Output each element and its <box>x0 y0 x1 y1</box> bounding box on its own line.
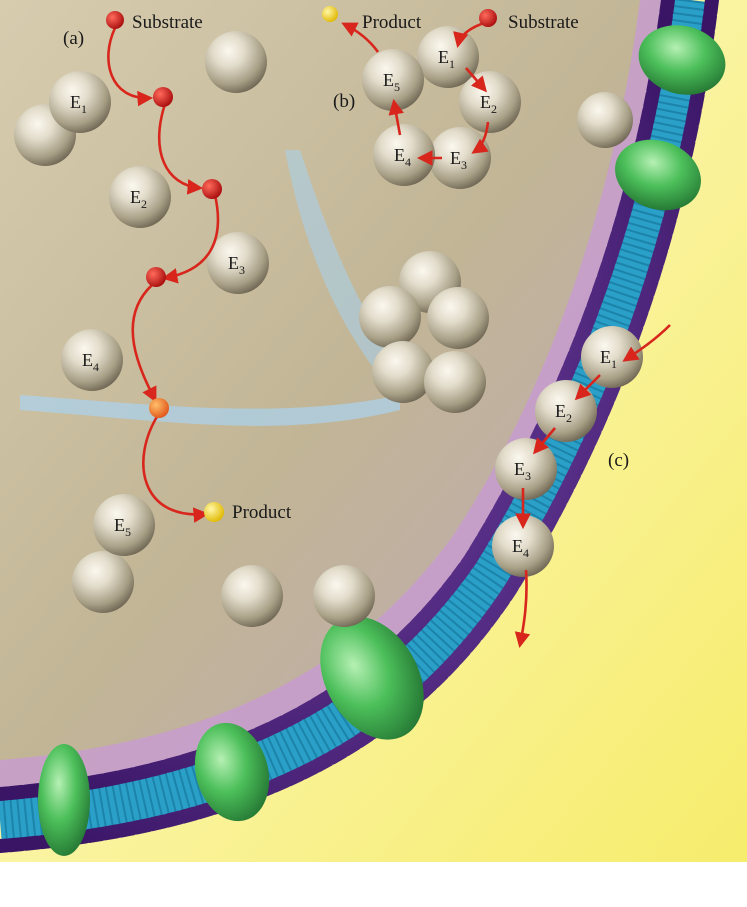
enzyme-sphere <box>359 286 421 348</box>
intermediate-molecule <box>202 179 222 199</box>
enzyme-sphere <box>72 551 134 613</box>
enzyme-sphere <box>427 287 489 349</box>
product-label: Product <box>232 502 292 523</box>
intermediate-molecule <box>153 87 173 107</box>
substrate-molecule <box>479 9 497 27</box>
substrate-molecule <box>106 11 124 29</box>
intermediate-molecule <box>149 398 169 418</box>
enzyme-sphere <box>577 92 633 148</box>
substrate-label: Substrate <box>132 12 203 33</box>
product-molecule <box>204 502 224 522</box>
panel-b-label: (b) <box>333 91 355 112</box>
product-molecule <box>322 6 338 22</box>
enzyme-sphere <box>424 351 486 413</box>
enzyme-sphere <box>205 31 267 93</box>
intermediate-molecule <box>146 267 166 287</box>
panel-a-label: (a) <box>63 28 84 49</box>
substrate-label: Substrate <box>508 12 579 33</box>
membrane-protein <box>38 744 90 856</box>
page-margin <box>0 862 747 902</box>
enzyme-sphere <box>221 565 283 627</box>
enzyme-sphere <box>313 565 375 627</box>
enzyme-sphere <box>372 341 434 403</box>
product-label: Product <box>362 12 422 33</box>
panel-c-label: (c) <box>608 450 629 471</box>
